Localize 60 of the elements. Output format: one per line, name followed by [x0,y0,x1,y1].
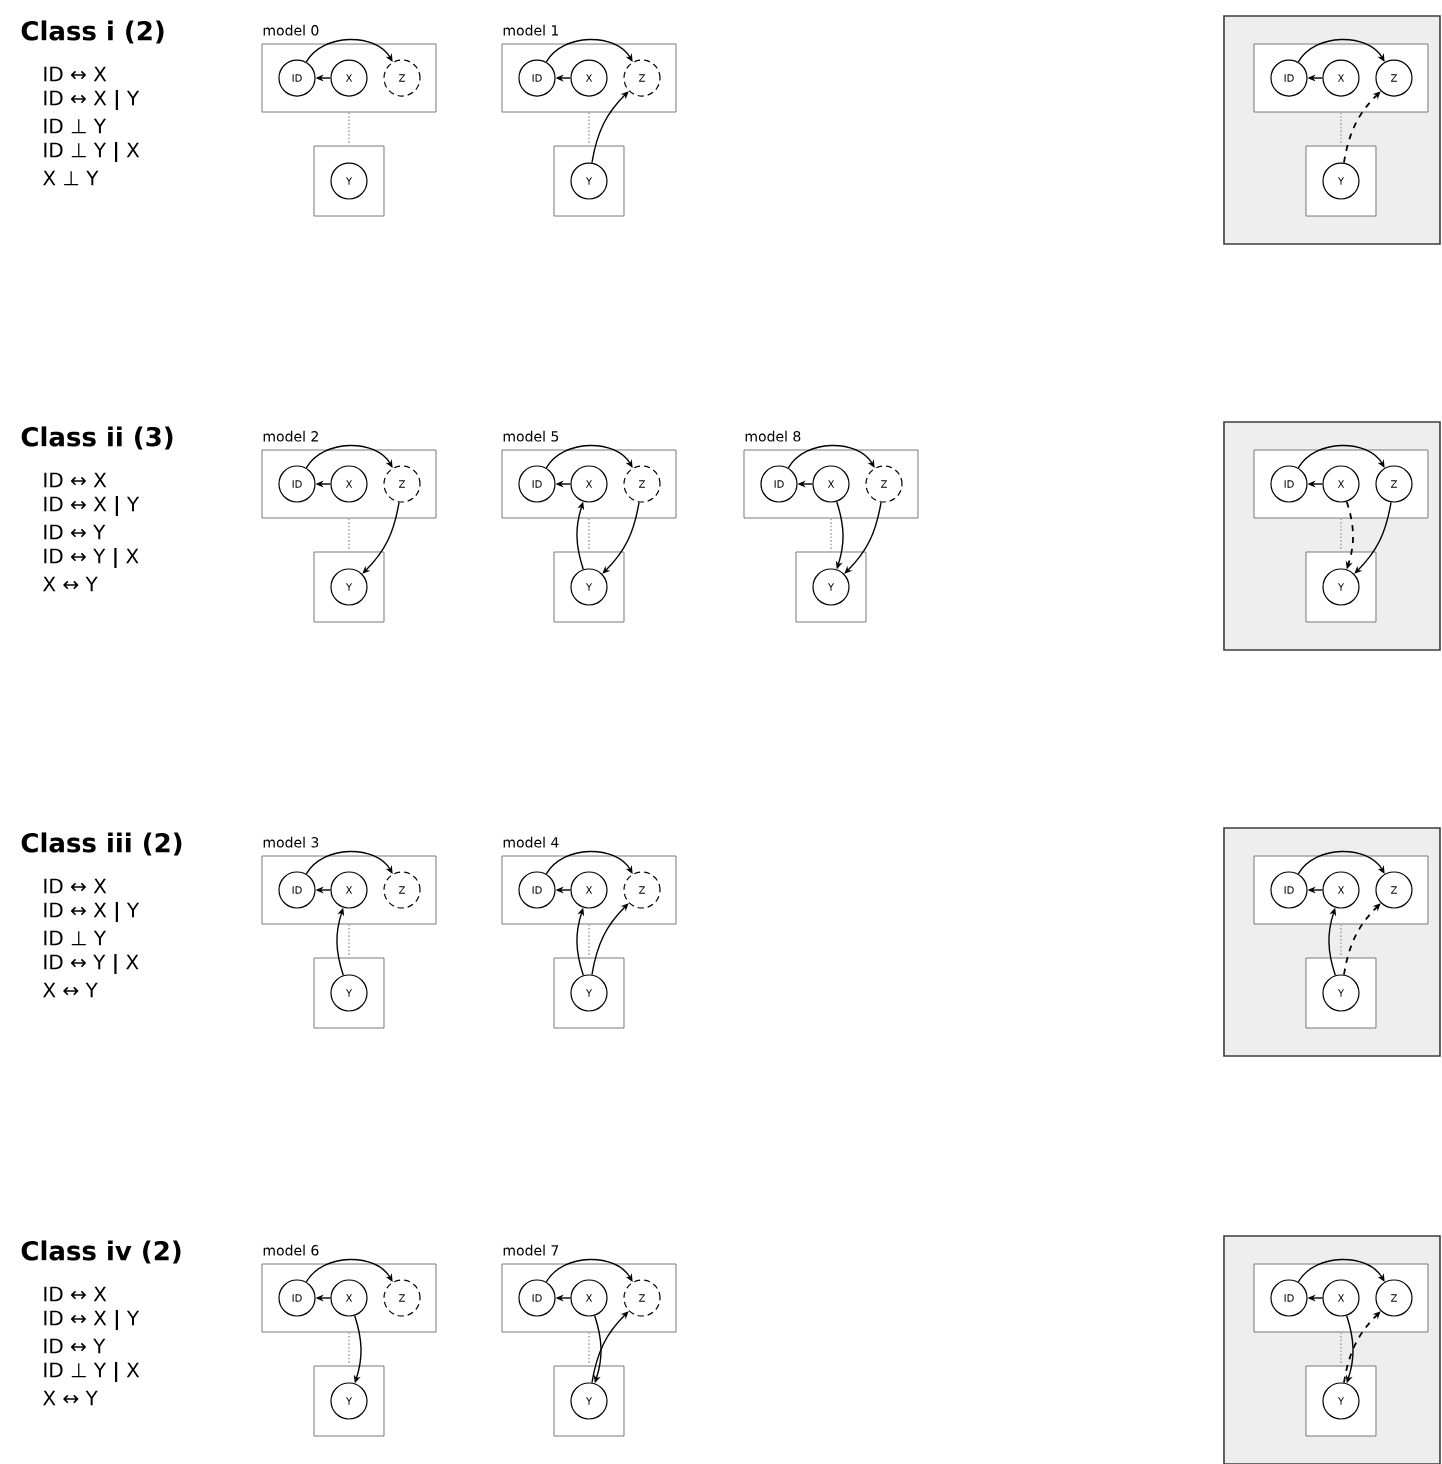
connector-line [588,923,590,959]
class-title: Class iii (2) [21,832,182,856]
arrow [844,501,882,574]
connector-line [348,923,350,959]
arrow [1343,91,1381,164]
connector-line [588,111,590,147]
arrow [305,444,393,469]
connector-line [1340,1331,1342,1367]
arrow [362,501,400,574]
class-title: Class i (2) [21,20,164,44]
arrow [545,1258,633,1283]
relation-text: ID ↔ X [44,66,107,82]
connector-line [588,1331,590,1367]
arrow [305,850,393,875]
relation-text: X ↔ Y [43,982,98,998]
relation-text: X ⊥ Y [43,170,99,186]
relation-text: ID ↔ X [44,878,107,894]
connector-line [348,517,350,553]
connector-line [1340,923,1342,959]
relation-text: ID ↔ Y | X [44,548,139,568]
arrow [591,1311,629,1384]
relation-text: ID ⊥ Y | X [44,1362,140,1382]
class-title: Class ii (3) [21,426,173,450]
relation-text: ID ⊥ Y [44,118,107,134]
relation-text: ID ↔ X | Y [44,496,140,516]
relation-text: ID ⊥ Y | X [44,142,140,162]
arrow [545,38,633,63]
arrow [1297,38,1385,63]
relation-text: ID ↔ X | Y [44,902,140,922]
class-title: Class iv (2) [21,1240,181,1264]
arrow [545,444,633,469]
connector-line [1340,111,1342,147]
relation-text: X ↔ Y [43,576,98,592]
arrow [591,91,629,164]
arrow [602,501,640,574]
arrow [787,444,875,469]
relation-text: ID ↔ X [44,1286,107,1302]
relation-text: ID ↔ X | Y [44,1310,140,1330]
relation-text: ID ⊥ Y [44,930,107,946]
relation-text: ID ↔ X [44,472,107,488]
arrow [545,850,633,875]
arrow [1343,903,1381,976]
connector-line [348,1331,350,1367]
connector-line [830,517,832,553]
relation-text: X ↔ Y [43,1390,98,1406]
relation-text: ID ↔ Y | X [44,954,139,974]
arrow [591,903,629,976]
arrow [1297,444,1385,469]
connector-line [588,517,590,553]
arrow [1297,1258,1385,1283]
arrow [1297,850,1385,875]
relation-text: ID ↔ Y [44,1338,106,1354]
arrow [1343,1311,1381,1384]
relation-text: ID ↔ Y [44,524,106,540]
connector-line [348,111,350,147]
arrow [305,38,393,63]
connector-line [1340,517,1342,553]
arrow [1354,501,1392,574]
relation-text: ID ↔ X | Y [44,90,140,110]
arrow [305,1258,393,1283]
